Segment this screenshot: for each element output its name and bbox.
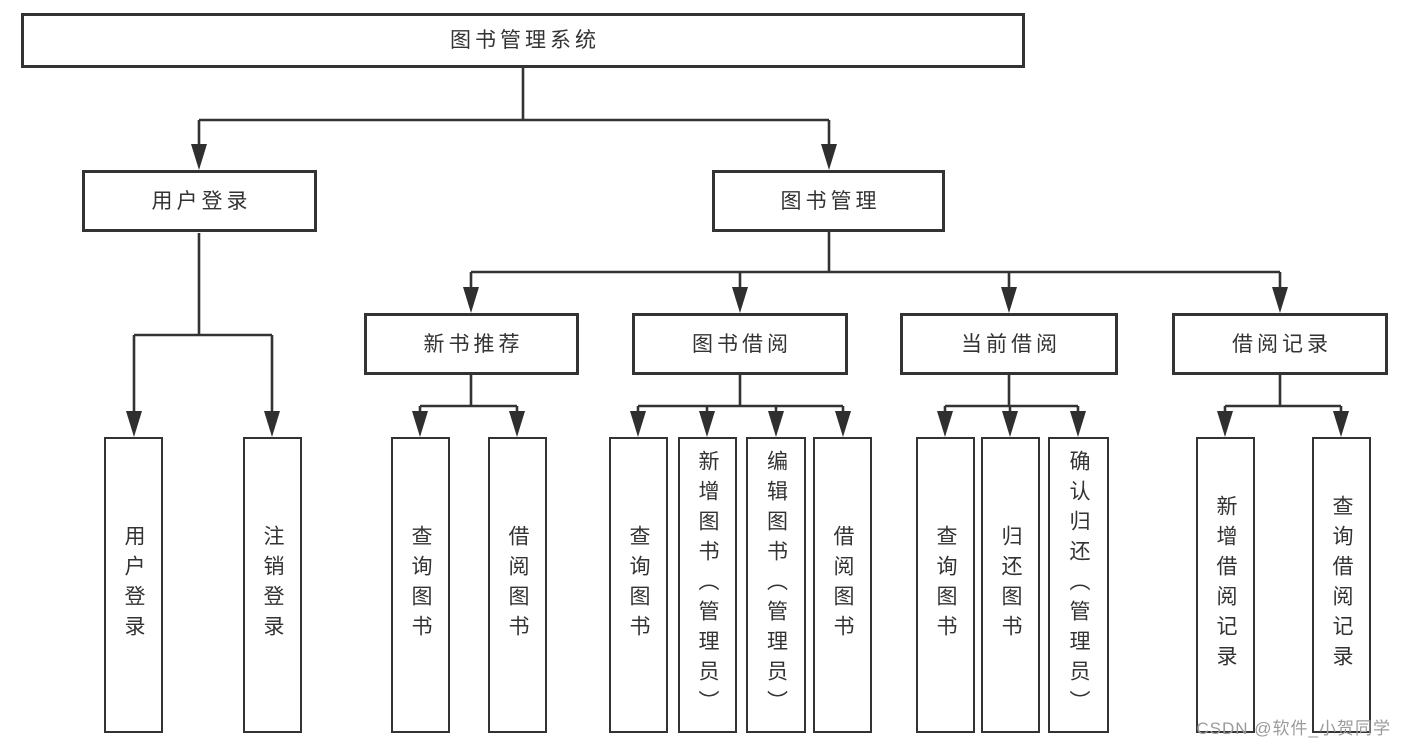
node-label: 图书管理系统 (450, 29, 600, 52)
leaf-borrow-books-recommend: 借阅图书 (488, 437, 547, 733)
node-label: 当前借阅 (961, 332, 1061, 356)
node-label: 归还图书 (999, 525, 1022, 645)
node-label: 查询借阅记录 (1330, 495, 1353, 675)
node-label: 注销登录 (261, 525, 284, 645)
leaf-add-books-admin: 新增图书（管理员） (678, 437, 737, 733)
node-label: 确认归还（管理员） (1067, 450, 1090, 720)
node-book-borrow: 图书借阅 (632, 313, 848, 375)
leaf-query-borrow-record: 查询借阅记录 (1312, 437, 1371, 733)
node-user-login: 用户登录 (82, 170, 317, 232)
leaf-query-books-borrow: 查询图书 (609, 437, 668, 733)
node-label: 借阅图书 (506, 525, 529, 645)
leaf-return-books: 归还图书 (981, 437, 1040, 733)
node-label: 图书管理 (780, 189, 881, 213)
node-label: 查询图书 (934, 525, 957, 645)
leaf-edit-books-admin: 编辑图书（管理员） (746, 437, 806, 733)
node-label: 新增借阅记录 (1214, 495, 1237, 675)
node-label: 查询图书 (627, 525, 650, 645)
node-root-library-system: 图书管理系统 (21, 13, 1025, 68)
node-label: 用户登录 (151, 189, 252, 213)
leaf-query-books-current: 查询图书 (916, 437, 975, 733)
node-label: 图书借阅 (692, 332, 792, 356)
node-label: 查询图书 (409, 525, 432, 645)
node-current-borrow: 当前借阅 (900, 313, 1118, 375)
leaf-borrow-books: 借阅图书 (813, 437, 872, 733)
node-label: 新书推荐 (423, 332, 524, 356)
node-label: 用户登录 (122, 525, 145, 645)
node-label: 编辑图书（管理员） (764, 450, 788, 720)
node-book-management: 图书管理 (712, 170, 945, 232)
arrowheads (126, 144, 1349, 437)
leaf-user-login: 用户登录 (104, 437, 163, 733)
node-label: 新增图书（管理员） (696, 450, 719, 720)
leaf-query-books-recommend: 查询图书 (391, 437, 450, 733)
leaf-logout: 注销登录 (243, 437, 302, 733)
leaf-confirm-return-admin: 确认归还（管理员） (1048, 437, 1109, 733)
node-new-book-recommend: 新书推荐 (364, 313, 579, 375)
node-borrow-records: 借阅记录 (1172, 313, 1388, 375)
leaf-add-borrow-record: 新增借阅记录 (1196, 437, 1255, 733)
csdn-watermark: CSDN @软件_小贺同学 (1196, 719, 1391, 738)
node-label: 借阅记录 (1232, 332, 1332, 356)
node-label: 借阅图书 (831, 525, 854, 645)
